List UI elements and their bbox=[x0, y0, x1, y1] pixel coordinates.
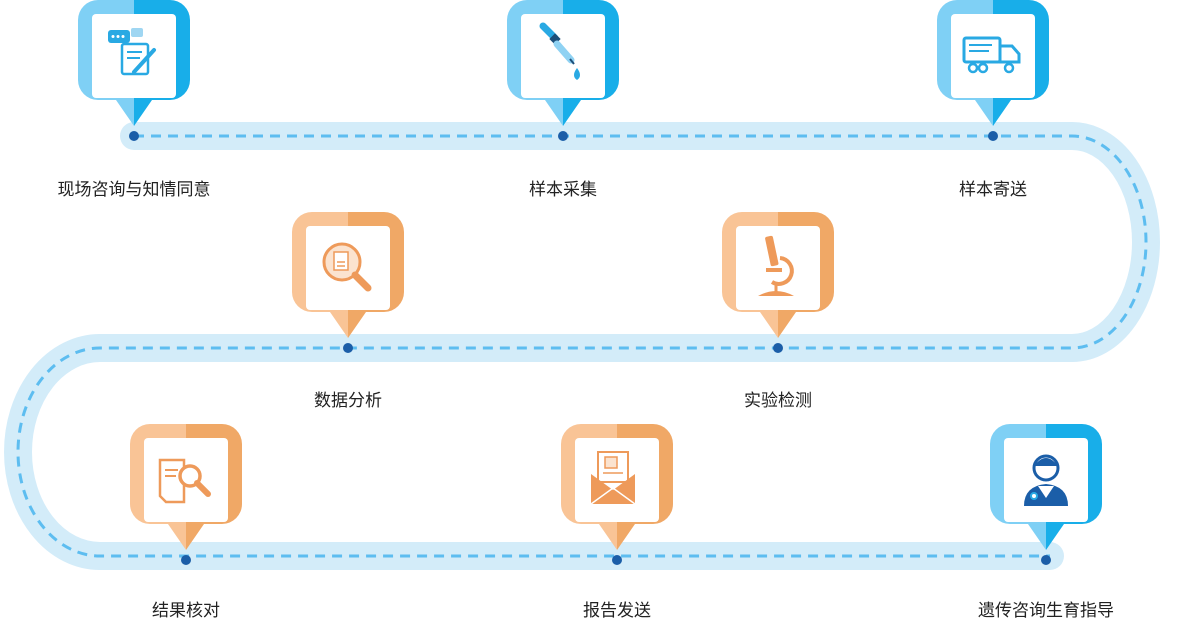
dropper-icon bbox=[539, 22, 580, 80]
step-pin-2 bbox=[507, 0, 619, 126]
step-label-2: 样本采集 bbox=[529, 180, 597, 200]
step-dot-3 bbox=[988, 131, 998, 141]
step-pin-7 bbox=[561, 424, 673, 550]
envelope-report-icon bbox=[590, 451, 636, 505]
step-label-5: 实验检测 bbox=[744, 391, 812, 411]
step-label-1: 现场咨询与知情同意 bbox=[57, 180, 211, 200]
doctor-icon bbox=[1024, 454, 1068, 506]
step-label-8: 遗传咨询生育指导 bbox=[978, 601, 1114, 621]
step-dot-2 bbox=[558, 131, 568, 141]
truck-icon bbox=[962, 36, 1021, 74]
track-dash bbox=[16, 134, 1148, 558]
step-dot-5 bbox=[773, 343, 783, 353]
document-search-icon bbox=[158, 458, 211, 504]
step-dot-6 bbox=[181, 555, 191, 565]
step-dot-1 bbox=[129, 131, 139, 141]
microscope-icon bbox=[758, 235, 794, 296]
step-dot-4 bbox=[343, 343, 353, 353]
step-pin-4 bbox=[292, 212, 404, 338]
step-label-4: 数据分析 bbox=[314, 391, 382, 411]
step-label-3: 样本寄送 bbox=[959, 180, 1027, 200]
step-label-6: 结果核对 bbox=[152, 601, 220, 621]
step-pin-6 bbox=[130, 424, 242, 550]
magnifier-document-icon bbox=[322, 242, 372, 292]
step-dot-7 bbox=[612, 555, 622, 565]
step-dot-8 bbox=[1041, 555, 1051, 565]
step-pin-5 bbox=[722, 212, 834, 338]
step-pin-8 bbox=[990, 424, 1102, 550]
step-label-7: 报告发送 bbox=[583, 601, 651, 621]
consultation-form-icon bbox=[108, 28, 156, 76]
step-pin-3 bbox=[937, 0, 1049, 126]
step-pin-1 bbox=[78, 0, 190, 126]
